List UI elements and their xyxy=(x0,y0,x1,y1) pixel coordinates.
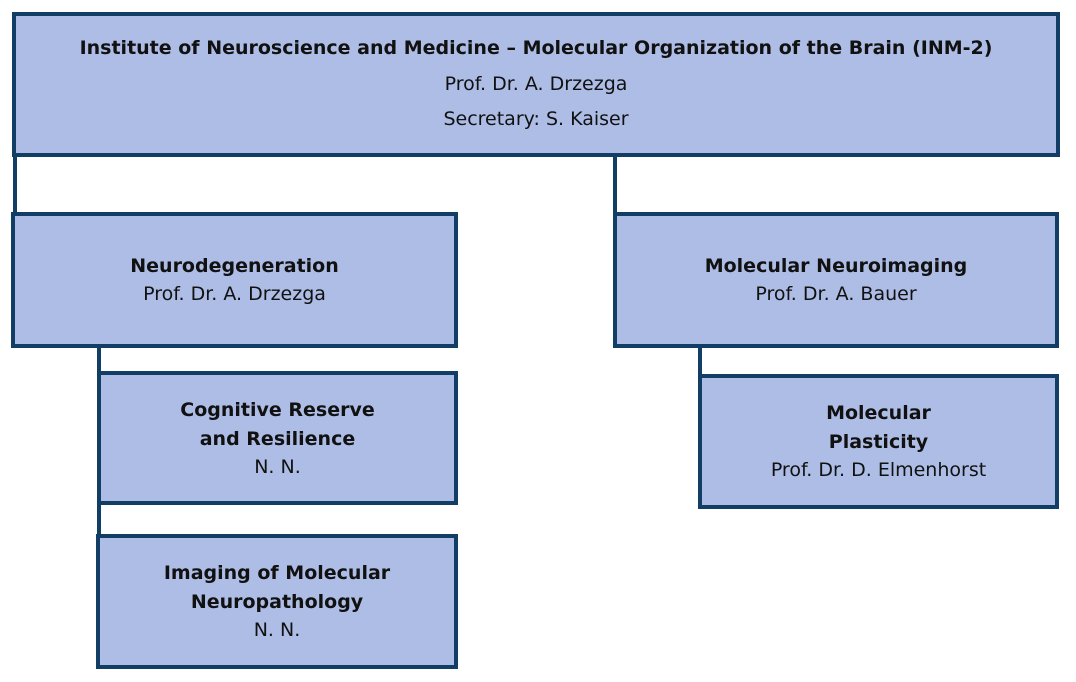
institute-secretary: Secretary: S. Kaiser xyxy=(443,108,629,130)
institute-head: Prof. Dr. A. Drzezga xyxy=(444,73,628,95)
cognitive-reserve-title: Cognitive Reserve and Resilience xyxy=(180,398,375,450)
molecular-plasticity-head: Prof. Dr. D. Elmenhorst xyxy=(770,459,987,481)
molecular-neuroimaging-box: Molecular Neuroimaging Prof. Dr. A. Baue… xyxy=(613,212,1059,348)
molecular-plasticity-title: Molecular Plasticity xyxy=(826,402,931,453)
neurodegeneration-head: Prof. Dr. A. Drzezga xyxy=(143,283,326,305)
molecular-neuroimaging-head: Prof. Dr. A. Bauer xyxy=(755,283,917,305)
imaging-neuropathology-title: Imaging of Molecular Neuropathology xyxy=(163,562,391,613)
institute-title: Institute of Neuroscience and Medicine –… xyxy=(79,37,993,59)
imaging-neuropathology-head: N. N. xyxy=(253,619,301,641)
institute-box: Institute of Neuroscience and Medicine –… xyxy=(12,12,1060,157)
cognitive-reserve-box: Cognitive Reserve and Resilience N. N. xyxy=(97,371,458,505)
neurodegeneration-title: Neurodegeneration xyxy=(130,255,339,277)
cognitive-reserve-head: N. N. xyxy=(254,455,301,478)
neurodegeneration-box: Neurodegeneration Prof. Dr. A. Drzezga xyxy=(11,212,458,348)
molecular-neuroimaging-title: Molecular Neuroimaging xyxy=(704,255,968,277)
imaging-neuropathology-box: Imaging of Molecular Neuropathology N. N… xyxy=(96,534,458,669)
molecular-plasticity-box: Molecular Plasticity Prof. Dr. D. Elmenh… xyxy=(698,374,1059,509)
